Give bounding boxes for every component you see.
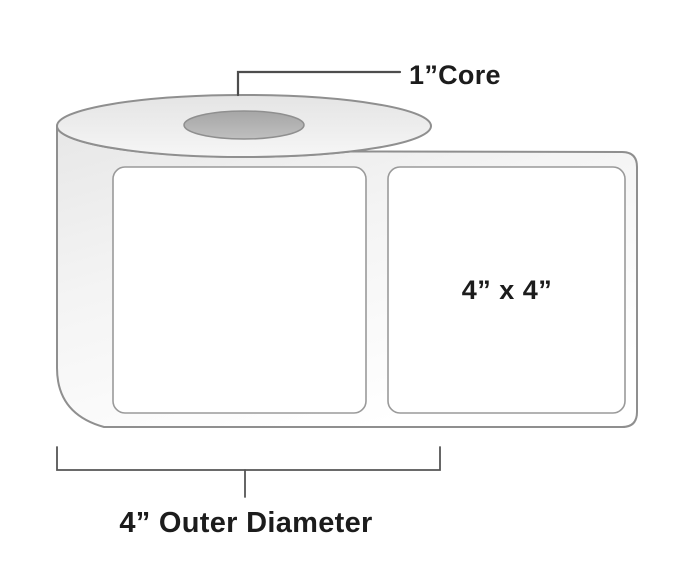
label-size-text: 4” x 4” [462, 275, 553, 305]
label-left-blank [112, 166, 367, 414]
label-right [387, 166, 626, 414]
roll-core [183, 110, 305, 140]
outer-diameter-label: 4” Outer Diameter [119, 507, 372, 539]
core-callout-label: 1”Core [409, 60, 501, 90]
core-callout-line [236, 70, 402, 97]
outer-diameter-bracket [56, 446, 441, 471]
